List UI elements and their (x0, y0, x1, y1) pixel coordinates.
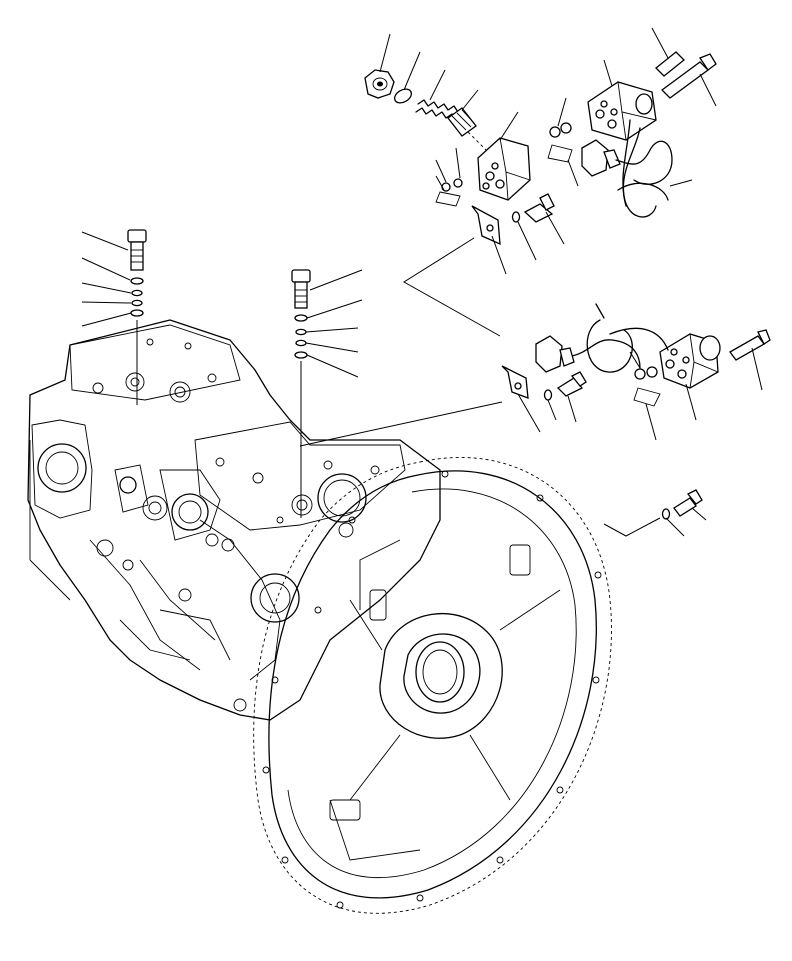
shaft-bore (379, 613, 503, 739)
housing-bolt-assembly (603, 489, 703, 537)
spring-icon (415, 99, 459, 121)
callout-leaders (81, 27, 763, 537)
o-ring-icon (294, 314, 308, 322)
o-ring-icon (130, 277, 144, 285)
plug-head-icon (291, 269, 311, 283)
bolt-icon (661, 53, 717, 99)
housing-bolt-holes (262, 470, 602, 909)
bolt-icon (729, 329, 771, 361)
plug-head-icon (127, 229, 147, 243)
washer-icon (131, 299, 143, 307)
washer-icon (511, 211, 521, 223)
mounting-bracket-icon (471, 205, 501, 246)
lower-solenoid-assembly (299, 303, 771, 447)
solenoid-valve-icon (659, 333, 721, 389)
top-valve-assembly (364, 69, 555, 337)
o-ring-icon (560, 122, 572, 134)
o-ring-icon (294, 351, 308, 359)
o-ring-icon (634, 368, 646, 380)
valve-spool-icon (447, 107, 477, 137)
o-ring-icon (646, 366, 658, 378)
o-ring-icon (130, 309, 144, 317)
mounting-bracket-icon (501, 365, 529, 399)
main-pump-body (27, 319, 441, 721)
o-ring-icon (453, 178, 463, 188)
washer-icon (295, 328, 307, 336)
solenoid-valve-icon (587, 81, 657, 141)
bolt-icon (655, 51, 685, 77)
upper-solenoid-assembly (547, 51, 717, 218)
washer-icon (543, 389, 553, 401)
plug-shank-icon (294, 281, 308, 309)
o-ring-icon (549, 126, 561, 138)
connector-icon (581, 139, 621, 177)
wire-harness-icon (571, 303, 669, 373)
o-ring-icon (393, 88, 413, 104)
o-ring-icon (441, 182, 451, 192)
wire-harness-icon (615, 119, 673, 218)
left-plug-assembly (127, 229, 147, 405)
bolt-icon (556, 371, 587, 397)
center-plug-assembly (291, 269, 311, 518)
o-ring-icon (295, 339, 307, 347)
valve-block-icon (477, 137, 531, 201)
lock-nut-icon (364, 69, 395, 99)
washer-icon (661, 508, 671, 520)
flywheel-housing (253, 457, 612, 914)
bolt-icon (523, 193, 555, 223)
o-ring-icon (131, 289, 143, 297)
connector-icon (535, 335, 575, 373)
bolt-icon (673, 489, 703, 517)
